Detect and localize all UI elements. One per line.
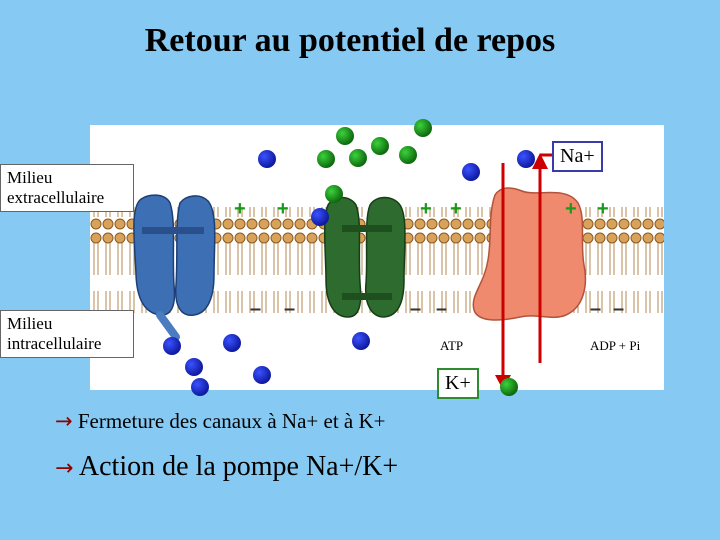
- charge-plus: +: [277, 198, 289, 220]
- potassium-ion: [371, 137, 389, 155]
- potassium-ion: [349, 149, 367, 167]
- slide-title: Retour au potentiel de repos: [144, 22, 556, 59]
- sodium-ion: [191, 378, 209, 396]
- charge-minus: –: [436, 298, 448, 320]
- sodium-ion: [185, 358, 203, 376]
- potassium-ion: [325, 185, 343, 203]
- potassium-ion: [317, 150, 335, 168]
- sodium-ion: [311, 208, 329, 226]
- potassium-ion: [500, 378, 518, 396]
- charge-minus: –: [284, 298, 296, 320]
- potassium-ion: [399, 146, 417, 164]
- charge-plus: +: [420, 198, 432, 220]
- na-ion-label: Na+: [552, 141, 603, 172]
- arrow-icon: →: [55, 409, 73, 433]
- na-ion-label-text: Na+: [560, 145, 595, 167]
- sodium-ion: [258, 150, 276, 168]
- potassium-ion: [336, 127, 354, 145]
- sodium-ion: [517, 150, 535, 168]
- na-efflux-arrowhead: [532, 153, 548, 169]
- charge-minus: –: [590, 298, 602, 320]
- bullet-pump-action: → Action de la pompe Na+/K+: [55, 451, 398, 483]
- charge-plus: +: [234, 198, 246, 220]
- extracellular-label: Milieu extracellulaire: [0, 164, 134, 212]
- adp-label: ADP + Pi: [590, 338, 641, 353]
- potassium-channel: [323, 196, 406, 318]
- charge-minus: –: [250, 298, 262, 320]
- charge-minus: –: [613, 298, 625, 320]
- sodium-channel: [133, 194, 216, 341]
- sodium-ion: [352, 332, 370, 350]
- bullet-text: Action de la pompe Na+/K+: [78, 451, 399, 482]
- charge-minus: –: [410, 298, 422, 320]
- sodium-ion: [253, 366, 271, 384]
- membrane-diagram: [90, 153, 664, 390]
- sodium-ion: [462, 163, 480, 181]
- bullet-channels-closing: → Fermeture des canaux à Na+ et à K+: [55, 409, 386, 434]
- charge-plus: +: [450, 198, 462, 220]
- arrow-icon: →: [55, 456, 74, 481]
- charge-plus: +: [565, 198, 577, 220]
- k-ion-label: K+: [437, 368, 479, 399]
- atp-label: ATP: [440, 338, 464, 353]
- sodium-ion: [163, 337, 181, 355]
- charge-plus: +: [597, 198, 609, 220]
- potassium-ion: [414, 119, 432, 137]
- sodium-ion: [223, 334, 241, 352]
- bullet-text: Fermeture des canaux à Na+ et à K+: [77, 409, 386, 433]
- k-ion-label-text: K+: [445, 372, 471, 394]
- intracellular-label: Milieu intracellulaire: [0, 310, 134, 358]
